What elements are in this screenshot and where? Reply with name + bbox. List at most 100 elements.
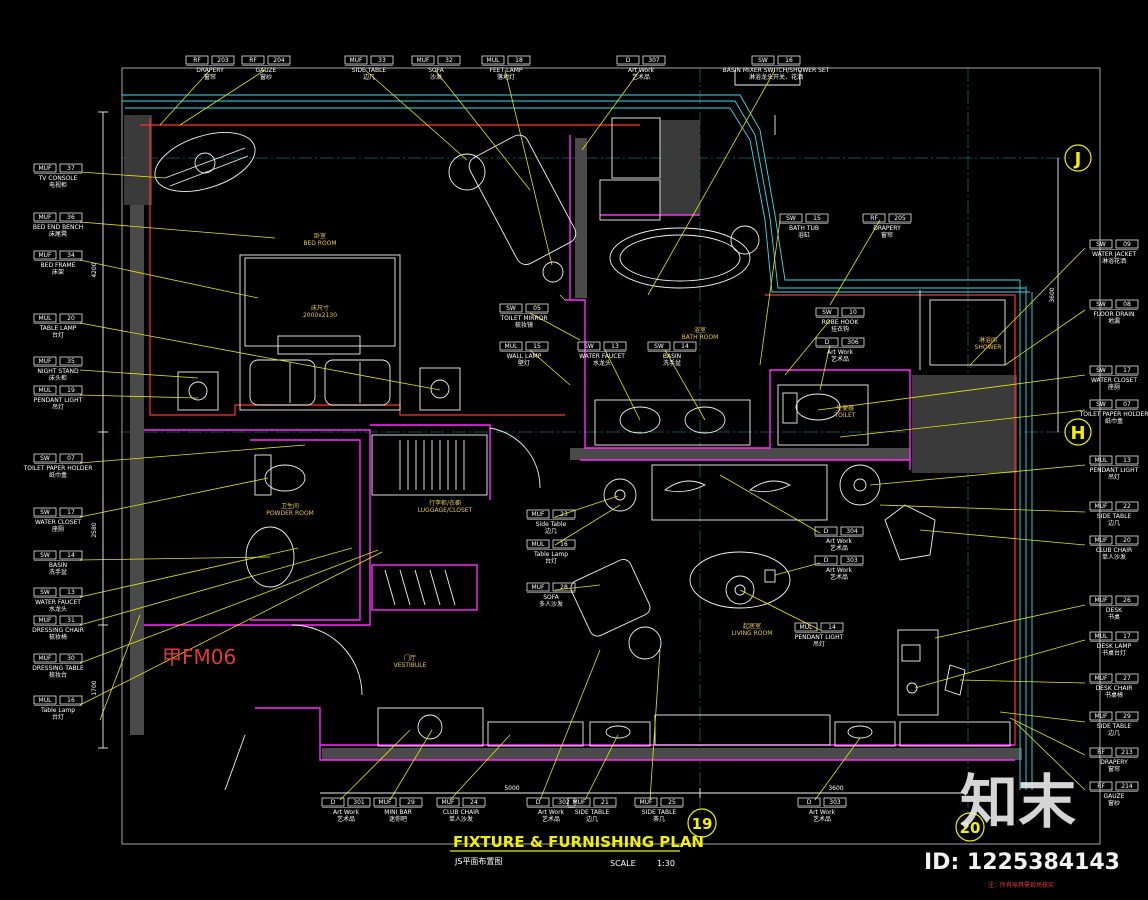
tag-left-0-num: 37 <box>67 165 75 172</box>
tag-right-3-code: SW <box>1096 401 1106 408</box>
tag-left-6-code: SW <box>40 455 50 462</box>
tag-center-12-num: 303 <box>846 557 858 564</box>
tag-center-9-code-box <box>526 539 550 549</box>
tag-top-5-code: D <box>626 57 631 64</box>
tag-bottom-1-en: MINI BAR <box>384 809 412 816</box>
tag-right-12-num: 214 <box>1121 783 1133 790</box>
tag-bottom-6-en: Art Work <box>809 809 836 816</box>
tag-top-5-en: Art Work <box>628 67 655 74</box>
tag-right-12-num-box <box>1115 781 1139 791</box>
room-label-cn-1: 床尺寸 <box>311 304 329 312</box>
tag-right-5-num: 22 <box>1123 503 1131 510</box>
tag-right-6-num-box <box>1115 535 1139 545</box>
tag-center-12-code: D <box>824 557 829 564</box>
room-label-en-1: 2000x2130 <box>303 312 337 319</box>
dim-right-top: 3600 <box>1049 287 1056 302</box>
dim-bottom-right: 3600 <box>828 785 843 792</box>
tag-right-7-cn: 书桌 <box>1108 613 1120 621</box>
tag-bottom-2-en: CLUB CHAIR <box>443 809 479 816</box>
tag-top-1-num: 204 <box>273 57 285 64</box>
tag-center-2-num: 13 <box>611 343 619 350</box>
tag-top-3-num: 32 <box>445 57 453 64</box>
tag-bottom-2-num: 24 <box>470 799 478 806</box>
tag-top-2-en: SIDE TABLE <box>352 67 387 74</box>
tag-left-8-num-box <box>59 550 83 560</box>
tag-bottom-6-code: D <box>807 799 812 806</box>
grid-label-19: 19 <box>692 815 713 833</box>
tag-bottom-2-num-box <box>462 797 486 807</box>
tag-top-3-en: SOFA <box>428 67 444 74</box>
tag-center-11-en: Art Work <box>826 538 853 545</box>
tag-left-8-en: BASIN <box>49 562 67 569</box>
tag-left-2-num-box <box>59 250 83 260</box>
tag-right-3-num: 07 <box>1123 401 1131 408</box>
tag-left-1-code-box <box>33 212 57 222</box>
tag-left-5-code-box <box>33 385 57 395</box>
tag-center-1-num-box <box>525 341 549 351</box>
tag-right-11-code: RF <box>1097 749 1105 756</box>
facade-lines <box>122 70 1033 790</box>
tag-bottom-5-num-box <box>660 797 684 807</box>
tag-right-6-en: CLUB CHAIR <box>1096 547 1132 554</box>
tag-left-12-cn: 台灯 <box>52 713 64 721</box>
tag-left-6-num-box <box>59 453 83 463</box>
tag-center-11-num: 304 <box>846 528 858 535</box>
dim-left-mid: 2580 <box>91 522 98 537</box>
tag-left-4-num: 35 <box>67 358 75 365</box>
tag-right-10-num: 29 <box>1123 713 1131 720</box>
scale-label: SCALE <box>610 859 636 868</box>
tag-top-3-code-box <box>411 55 435 65</box>
tag-top-6-code-box <box>751 55 775 65</box>
tag-left-2-code: MUF <box>38 252 52 259</box>
tag-right-3-en: TOILET PAPER HOLDER <box>1079 411 1148 418</box>
tag-right-7-code: MUF <box>1094 597 1108 604</box>
tag-center-10-code-box <box>526 582 550 592</box>
tag-right-2-cn: 座厕 <box>1108 383 1120 391</box>
tag-bottom-4-code: MUF <box>572 799 586 806</box>
tag-bottom-1-num: 29 <box>407 799 415 806</box>
tag-right-12-en: GAUZE <box>1104 793 1125 800</box>
tag-right-10-num-box <box>1115 711 1139 721</box>
tag-center-2-num-box <box>603 341 627 351</box>
tag-right-11-num-box <box>1115 747 1139 757</box>
tag-left-11-code: MUF <box>38 655 52 662</box>
tag-left-1-cn: 床尾凳 <box>49 230 67 238</box>
tag-bottom-5-code: MUF <box>639 799 653 806</box>
tag-center-10-cn: 多人沙发 <box>539 600 563 608</box>
tag-left-9-code-box <box>33 587 57 597</box>
tag-center-5-num: 205 <box>894 215 906 222</box>
tag-right-3-cn: 纸巾盒 <box>1105 417 1123 425</box>
tag-right-6-code-box <box>1089 535 1113 545</box>
tag-left-10-code: MUF <box>38 617 52 624</box>
tag-right-0-num: 09 <box>1123 241 1131 248</box>
tag-right-0-code: SW <box>1096 241 1106 248</box>
tag-top-5-num-box <box>642 55 666 65</box>
tag-center-2-en: WATER FAUCET <box>579 353 625 360</box>
tag-bottom-1-code: MUF <box>378 799 392 806</box>
tag-right-5-num-box <box>1115 501 1139 511</box>
room-label-en-2: BATH ROOM <box>682 334 719 341</box>
tag-center-12-cn: 艺术品 <box>830 573 848 581</box>
tag-left-9-code: SW <box>40 589 50 596</box>
tag-top-2-cn: 边几 <box>363 73 375 81</box>
tag-top-2-code-box <box>344 55 368 65</box>
tag-left-10-cn: 梳妆椅 <box>49 633 67 641</box>
tag-right-2-code-box <box>1089 365 1113 375</box>
tag-right-9-num: 27 <box>1123 675 1131 682</box>
